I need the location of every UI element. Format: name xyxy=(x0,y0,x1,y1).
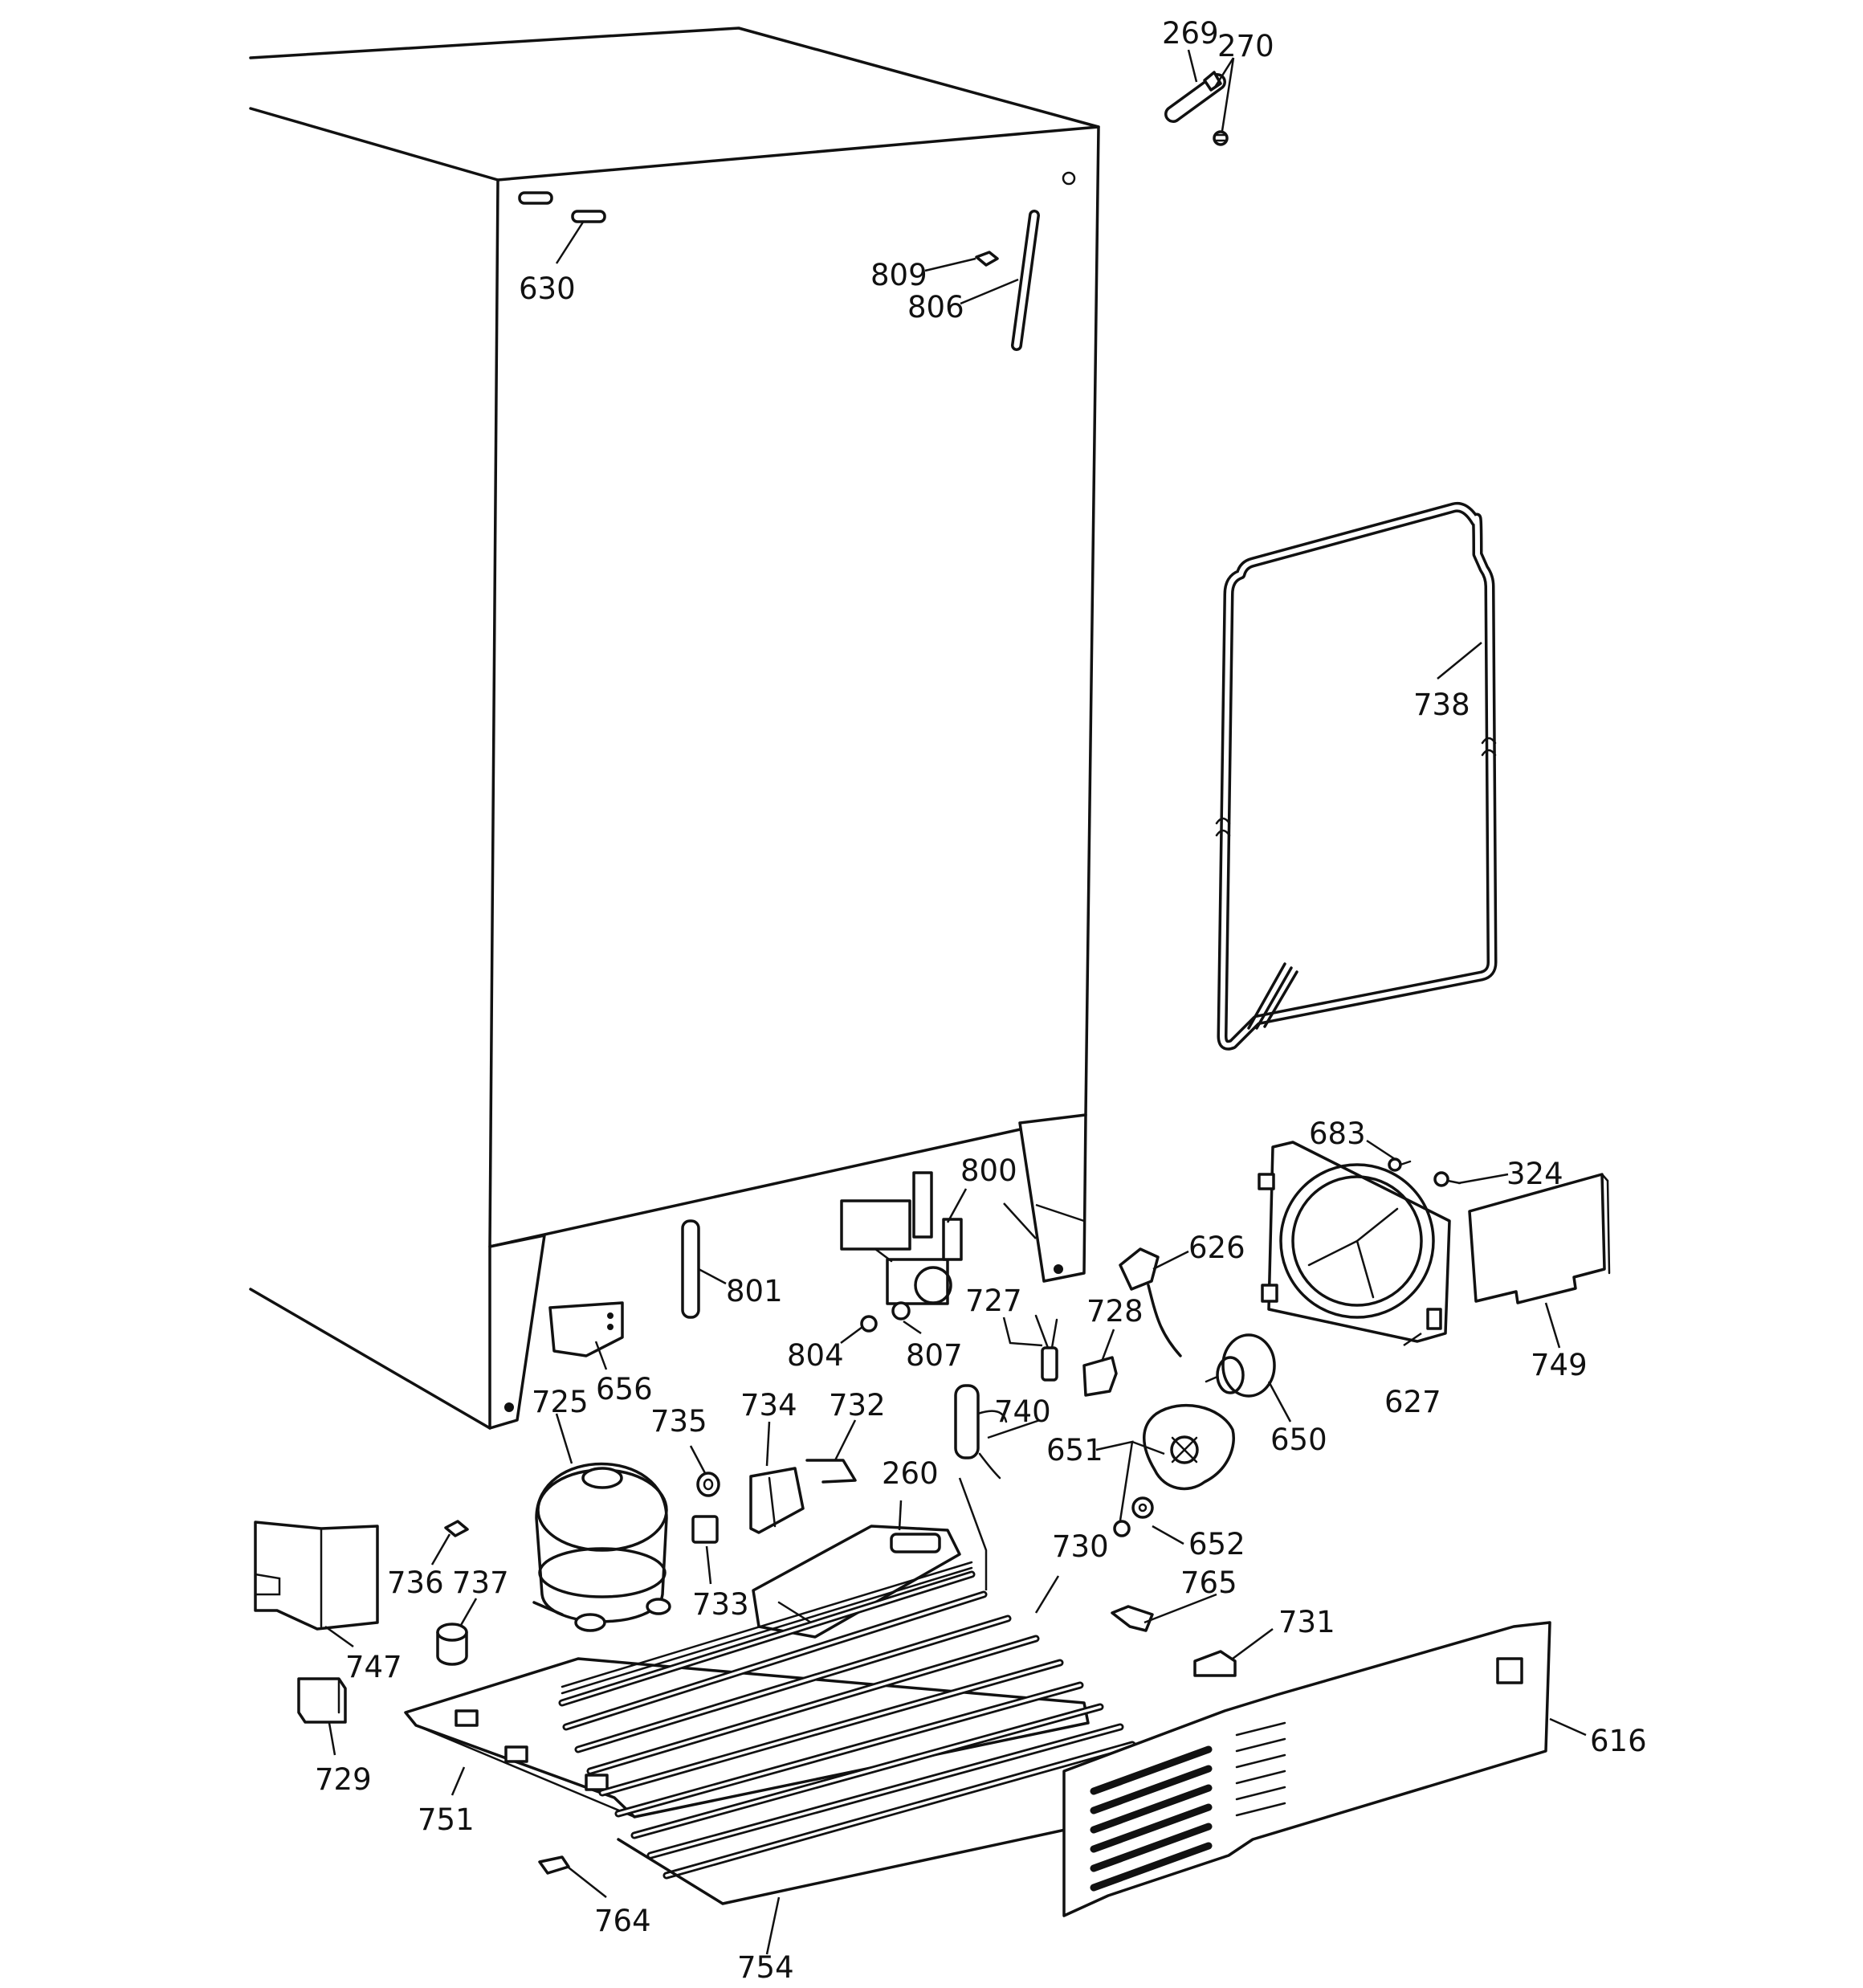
part-737-grommet xyxy=(436,1623,468,1666)
part-809-clip xyxy=(975,251,999,267)
part-747-cover xyxy=(254,1521,379,1631)
callout-736: 736 xyxy=(387,1565,444,1600)
part-733-relay xyxy=(691,1515,719,1544)
part-651-fan-blade xyxy=(1143,1403,1235,1491)
callout-734: 734 xyxy=(740,1388,797,1423)
callout-732: 732 xyxy=(829,1388,886,1423)
callout-801: 801 xyxy=(726,1274,783,1308)
part-650-fan-motor xyxy=(1205,1333,1276,1398)
callout-737: 737 xyxy=(452,1565,509,1600)
part-651-nut xyxy=(1113,1520,1131,1537)
callout-733: 733 xyxy=(692,1587,749,1622)
refrigerator-cabinet xyxy=(249,27,1100,1430)
part-269-fitting xyxy=(1164,71,1226,123)
part-656-bracket xyxy=(548,1301,624,1357)
callout-626: 626 xyxy=(1188,1231,1245,1265)
callout-728: 728 xyxy=(1086,1294,1143,1329)
callout-683: 683 xyxy=(1309,1116,1366,1151)
leader-lines xyxy=(324,49,1587,1955)
part-749-cover xyxy=(1468,1173,1611,1304)
callout-727: 727 xyxy=(965,1284,1022,1318)
part-765-bracket xyxy=(1111,1605,1154,1632)
callout-751: 751 xyxy=(418,1802,475,1837)
callout-765: 765 xyxy=(1180,1565,1237,1600)
callout-652: 652 xyxy=(1188,1527,1245,1561)
part-734-overload xyxy=(749,1467,805,1534)
part-764-clip xyxy=(538,1855,570,1875)
callout-807: 807 xyxy=(906,1338,963,1373)
part-270-screw xyxy=(1213,130,1229,146)
part-725-compressor xyxy=(532,1462,671,1632)
callout-735: 735 xyxy=(650,1404,707,1439)
part-754-plate xyxy=(617,1814,1134,1905)
part-728-clip xyxy=(1082,1356,1118,1397)
callout-650: 650 xyxy=(1270,1423,1327,1457)
part-729-block xyxy=(297,1677,347,1724)
callout-651: 651 xyxy=(1046,1433,1103,1468)
callout-800: 800 xyxy=(960,1153,1017,1188)
part-807-nut xyxy=(891,1301,911,1321)
part-731-bracket xyxy=(1193,1650,1237,1677)
callout-809: 809 xyxy=(870,258,927,292)
part-804-nut xyxy=(860,1315,878,1333)
callout-764: 764 xyxy=(594,1904,651,1938)
callout-740: 740 xyxy=(994,1394,1051,1429)
callout-738: 738 xyxy=(1413,688,1470,722)
callout-749: 749 xyxy=(1531,1348,1588,1382)
callout-260: 260 xyxy=(882,1456,939,1491)
part-630-plugs xyxy=(518,191,606,223)
part-736-clip xyxy=(444,1520,469,1537)
callout-616: 616 xyxy=(1590,1724,1647,1758)
part-730-condenser-coil xyxy=(558,1561,1136,1880)
part-683-screw xyxy=(1388,1157,1412,1172)
callout-630: 630 xyxy=(519,271,576,306)
callout-730: 730 xyxy=(1052,1529,1109,1564)
part-652-washer xyxy=(1131,1496,1154,1519)
part-735-grommet xyxy=(696,1472,720,1497)
callout-725: 725 xyxy=(532,1385,589,1419)
callout-270: 270 xyxy=(1217,29,1274,63)
part-616-grille xyxy=(1062,1621,1551,1917)
part-627-fan-shroud xyxy=(1258,1141,1451,1343)
callout-627: 627 xyxy=(1384,1385,1441,1419)
callout-729: 729 xyxy=(315,1762,372,1797)
part-801-tube xyxy=(681,1219,700,1319)
part-727-sensor xyxy=(1034,1314,1058,1382)
callout-806: 806 xyxy=(907,290,964,325)
part-806-tube xyxy=(1011,210,1040,351)
callout-754: 754 xyxy=(737,1950,794,1985)
callout-labels: 269 270 630 809 806 738 683 324 800 626 … xyxy=(315,16,1647,1985)
part-732-clip xyxy=(805,1459,857,1484)
callout-324: 324 xyxy=(1506,1157,1563,1191)
part-800-water-valve xyxy=(840,1171,963,1305)
callout-269: 269 xyxy=(1162,16,1219,51)
callout-656: 656 xyxy=(596,1372,653,1406)
part-324-screw xyxy=(1433,1171,1461,1187)
callout-747: 747 xyxy=(345,1650,402,1684)
callout-731: 731 xyxy=(1278,1605,1335,1639)
callout-804: 804 xyxy=(787,1338,844,1373)
part-738-heater-loop xyxy=(1215,501,1498,1051)
part-740-component xyxy=(954,1384,1008,1480)
